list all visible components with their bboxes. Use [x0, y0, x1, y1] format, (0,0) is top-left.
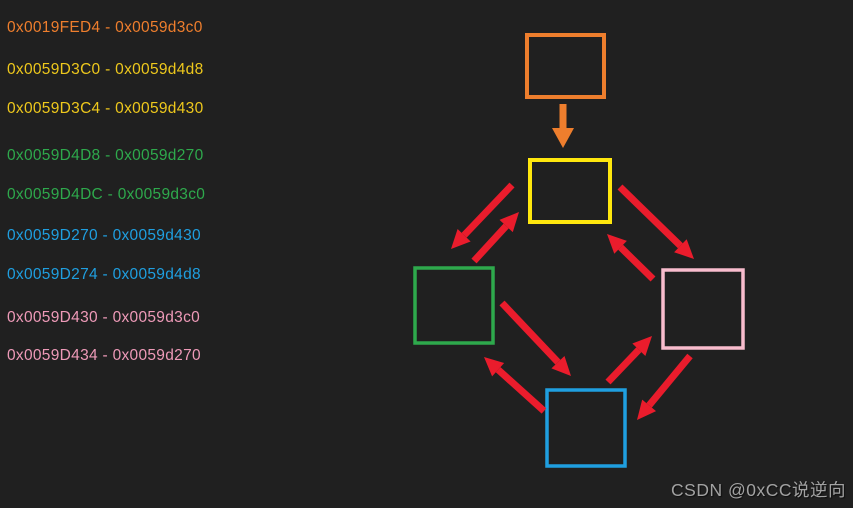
address-line: 0x0059D3C0 - 0x0059d4d8 — [7, 61, 204, 78]
address-list: 0x0019FED4 - 0x0059d3c0 0x0059D3C0 - 0x00… — [0, 0, 270, 508]
address-line: 0x0059D274 - 0x0059d4d8 — [7, 266, 201, 283]
address-line: 0x0059D434 - 0x0059d270 — [7, 347, 201, 364]
address-line: 0x0059D430 - 0x0059d3c0 — [7, 309, 201, 326]
arrow-pink-to-yellow — [607, 234, 656, 282]
node-green — [413, 266, 495, 345]
node-yellow — [528, 158, 612, 224]
arrow-yellow-to-pink — [617, 184, 694, 259]
address-line: 0x0019FED4 - 0x0059d3c0 — [7, 19, 203, 36]
arrow-pink-to-blue — [637, 353, 693, 420]
arrow-blue-to-green — [484, 357, 547, 414]
arrow-yellow-to-green — [451, 182, 515, 249]
address-line: 0x0059D4DC - 0x0059d3c0 — [7, 186, 206, 203]
address-line: 0x0059D3C4 - 0x0059d430 — [7, 100, 204, 117]
node-orange — [525, 33, 606, 99]
watermark: CSDN @0xCC说逆向 — [671, 480, 846, 500]
node-pink — [661, 268, 745, 350]
address-line: 0x0059D4D8 - 0x0059d270 — [7, 147, 204, 164]
arrow-blue-to-pink — [605, 336, 652, 385]
node-blue — [545, 388, 627, 468]
arrow-orange-to-yellow — [552, 104, 574, 148]
arrow-green-to-blue — [499, 300, 571, 376]
arrow-green-to-yellow — [471, 212, 519, 264]
address-line: 0x0059D270 - 0x0059d430 — [7, 227, 201, 244]
